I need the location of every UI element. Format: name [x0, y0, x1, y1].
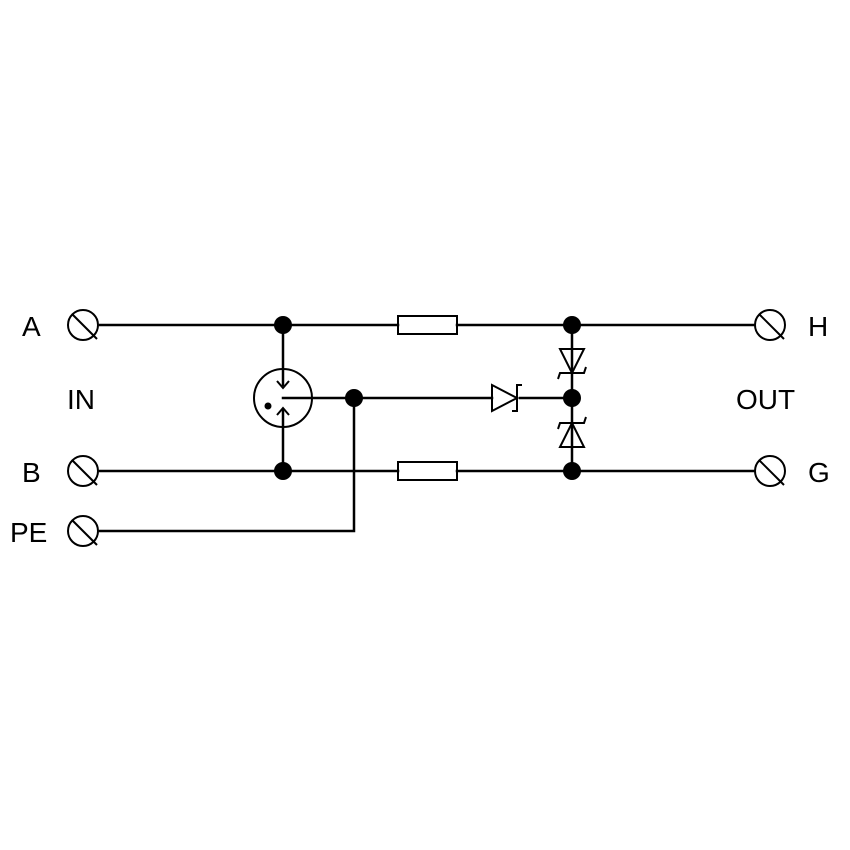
tvs-diode-horizontal-icon — [491, 383, 522, 413]
resistor-bottom — [397, 461, 458, 481]
tvs-diode-upper-icon — [557, 348, 587, 380]
out-group-label: OUT — [736, 384, 795, 415]
terminal-h-label: H — [808, 311, 828, 342]
junction-dot-top-left — [274, 316, 292, 334]
junction-dot-top-right — [563, 316, 581, 334]
junction-dot-pe — [345, 389, 363, 407]
tvs-diode-lower-icon — [557, 416, 587, 448]
terminal-b-screw-icon — [67, 455, 99, 487]
terminal-g-screw-icon — [754, 455, 786, 487]
terminal-h-screw-icon — [754, 309, 786, 341]
pe-line — [98, 396, 356, 533]
resistor-top — [397, 315, 458, 335]
junction-dot-bottom-left — [274, 462, 292, 480]
terminal-a-label: A — [22, 311, 41, 342]
terminal-a-screw-icon — [67, 309, 99, 341]
terminal-b-label: B — [22, 457, 41, 488]
in-group-label: IN — [67, 384, 95, 415]
junction-dot-bottom-right — [563, 462, 581, 480]
terminal-g-label: G — [808, 457, 830, 488]
junction-dot-middle-right — [563, 389, 581, 407]
terminal-pe-screw-icon — [67, 515, 99, 547]
terminal-pe-label: PE — [10, 517, 47, 548]
